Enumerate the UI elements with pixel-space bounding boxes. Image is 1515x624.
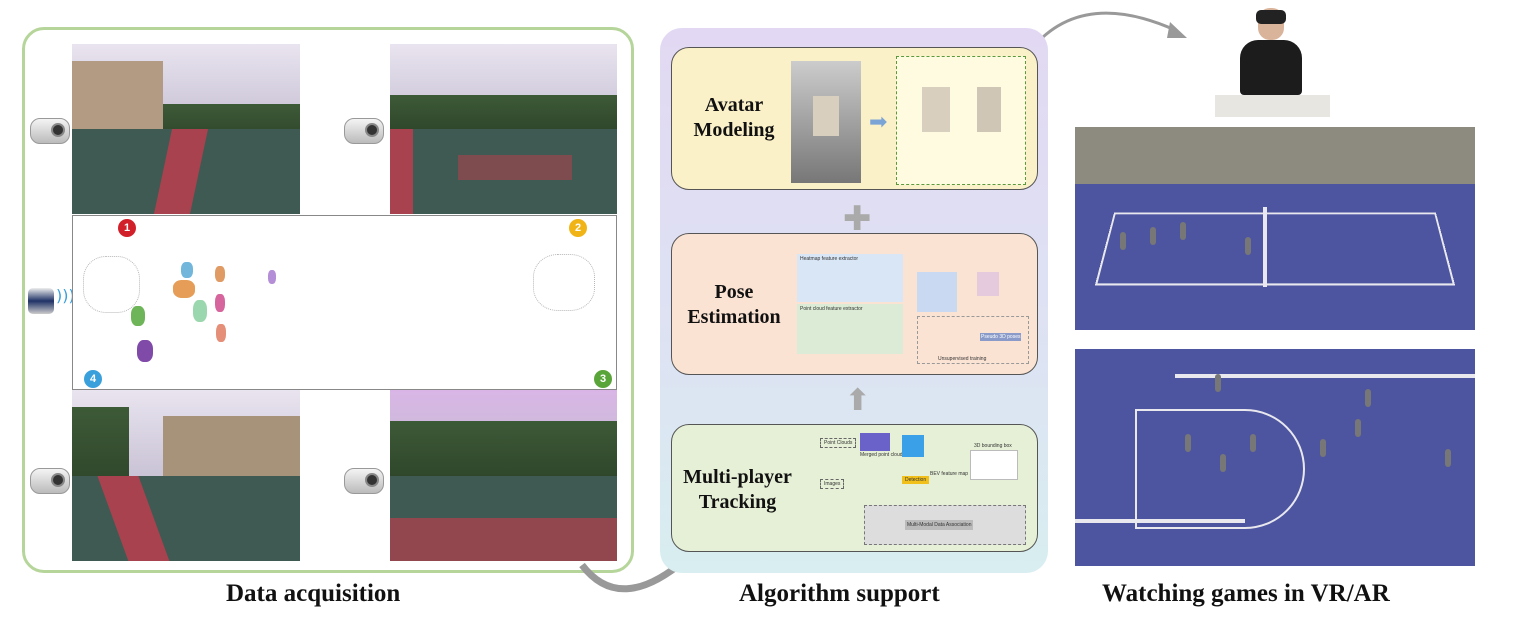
plus-icon: ✚ <box>843 199 872 239</box>
arrow-right-icon: ➡ <box>869 110 888 135</box>
bbox-label: 3D bounding box <box>974 443 1012 449</box>
lidar-icon <box>28 288 54 314</box>
caption-algorithm-support: Algorithm support <box>739 580 940 607</box>
unsupervised-training-label: Unsupervised training <box>938 356 987 362</box>
camera-icon <box>30 468 70 494</box>
bev-label: BEV feature map <box>930 471 969 477</box>
badge-3: 3 <box>594 370 612 388</box>
association-label: Multi-Modal Data Association <box>905 520 974 530</box>
table <box>1215 95 1330 117</box>
arrow-up-icon: ⬆ <box>845 383 871 418</box>
camera-view-2 <box>390 44 617 214</box>
camera-view-3 <box>390 390 617 561</box>
person-photo <box>791 61 861 183</box>
vr-view-2 <box>1075 349 1475 566</box>
point-cloud-extractor-label: Point cloud feature extractor <box>800 306 863 312</box>
vr-headset-icon <box>1256 10 1286 24</box>
pillar-encoder <box>902 435 924 457</box>
avatar-modeling-title: Avatar Modeling <box>693 94 775 141</box>
point-clouds-label: Point Clouds <box>820 438 857 448</box>
output-volume <box>977 272 999 296</box>
heatmap-extractor: Heatmap feature extractor <box>797 254 903 302</box>
merged-point-cloud <box>860 433 890 451</box>
camera-view-1 <box>72 44 300 214</box>
camera-icon <box>30 118 70 144</box>
point-cloud-view <box>72 215 617 390</box>
badge-1: 1 <box>118 219 136 237</box>
avatar-model-views <box>896 56 1026 185</box>
camera-view-4 <box>72 390 300 561</box>
pseudo-poses-label: Pseudo 3D poses <box>980 333 1022 341</box>
merged-point-cloud-label: Merged point cloud <box>860 452 903 458</box>
tracking-title: Multi-player Tracking <box>683 466 792 513</box>
bbox-view <box>970 450 1018 480</box>
caption-watching-games: Watching games in VR/AR <box>1102 580 1390 607</box>
data-acquisition-frame <box>22 27 634 573</box>
caption-data-acquisition: Data acquisition <box>226 580 401 607</box>
vr-view-1 <box>1075 127 1475 330</box>
vr-user <box>1240 40 1302 95</box>
images-label: Images <box>820 479 845 489</box>
tracking-module: Multi-player Tracking Point Clouds Merge… <box>671 424 1038 552</box>
signal-waves-icon: ))) <box>56 286 75 305</box>
badge-4: 4 <box>84 370 102 388</box>
point-cloud-extractor: Point cloud feature extractor <box>797 304 903 354</box>
camera-icon <box>344 468 384 494</box>
pose-estimation-title: Pose Estimation <box>687 281 781 328</box>
detection-label: Detection <box>902 476 930 484</box>
curved-arrow-icon <box>1033 11 1187 47</box>
pose-estimation-module: Pose Estimation Heatmap feature extracto… <box>671 233 1038 375</box>
fused-volume <box>917 272 957 312</box>
unsupervised-training-box: Unsupervised training Pseudo 3D poses <box>917 316 1029 364</box>
heatmap-extractor-label: Heatmap feature extractor <box>800 256 859 262</box>
avatar-modeling-module: Avatar Modeling ➡ <box>671 47 1038 190</box>
badge-2: 2 <box>569 219 587 237</box>
camera-icon <box>344 118 384 144</box>
association-box: Multi-Modal Data Association <box>864 505 1026 545</box>
